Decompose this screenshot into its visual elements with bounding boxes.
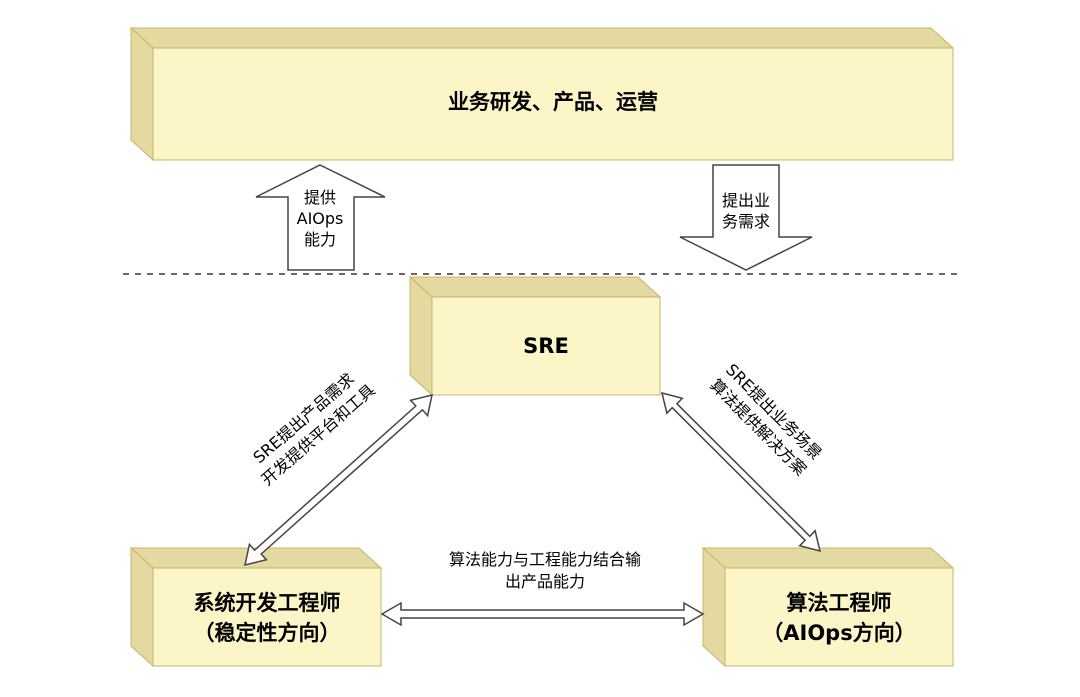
double-arrow-sre-algo	[660, 391, 822, 553]
dev-box-line1: 系统开发工程师	[193, 591, 341, 615]
up-arrow-label: 提供 AIOps 能力	[283, 188, 357, 250]
up-arrow-line1: 提供	[303, 188, 336, 207]
box-dev-left-face	[130, 546, 154, 668]
top-box-title: 业务研发、产品、运营	[448, 90, 658, 114]
algo-box-title: 算法工程师 （AIOps方向）	[725, 588, 953, 649]
up-arrow-line2: AIOps	[296, 208, 344, 228]
sre-box-title: SRE	[523, 334, 569, 358]
box-top-top-face	[129, 27, 955, 49]
down-arrow-label: 提出业 务需求	[706, 191, 786, 233]
box-algo-front-face	[724, 567, 954, 667]
box-top-left-face	[130, 26, 154, 162]
box-dev-front-face	[152, 567, 382, 667]
dev-algo-line1: 算法能力与工程能力结合输	[448, 550, 641, 569]
box-sre-front-face	[431, 296, 661, 396]
box-top-front-face	[152, 47, 954, 161]
double-arrow-dev-algo	[380, 601, 705, 627]
box-sre-left-face	[409, 275, 433, 397]
dev-algo-line2: 出产品能力	[504, 571, 585, 591]
box-dev	[129, 546, 383, 668]
box-sre-top-face	[408, 276, 662, 298]
down-arrow-line1: 提出业	[721, 191, 770, 210]
double-arrow-sre-dev	[244, 393, 433, 567]
down-arrow-shape	[679, 164, 813, 271]
box-algo-left-face	[702, 546, 726, 668]
dev-box-line2: （稳定性方向）	[193, 621, 341, 646]
dev-algo-label: 算法能力与工程能力结合输 出产品能力	[405, 549, 685, 592]
box-algo	[701, 546, 955, 668]
algo-box-line2: （AIOps方向）	[762, 621, 916, 646]
down-arrow-line2: 务需求	[721, 211, 770, 231]
algo-box-line1: 算法工程师	[786, 591, 892, 615]
dev-box-title: 系统开发工程师 （稳定性方向）	[153, 588, 381, 649]
box-algo-top-face	[701, 547, 955, 569]
box-sre	[408, 275, 662, 397]
up-arrow-shape	[255, 164, 386, 271]
up-arrow-line3: 能力	[303, 229, 336, 249]
box-top	[129, 26, 955, 162]
